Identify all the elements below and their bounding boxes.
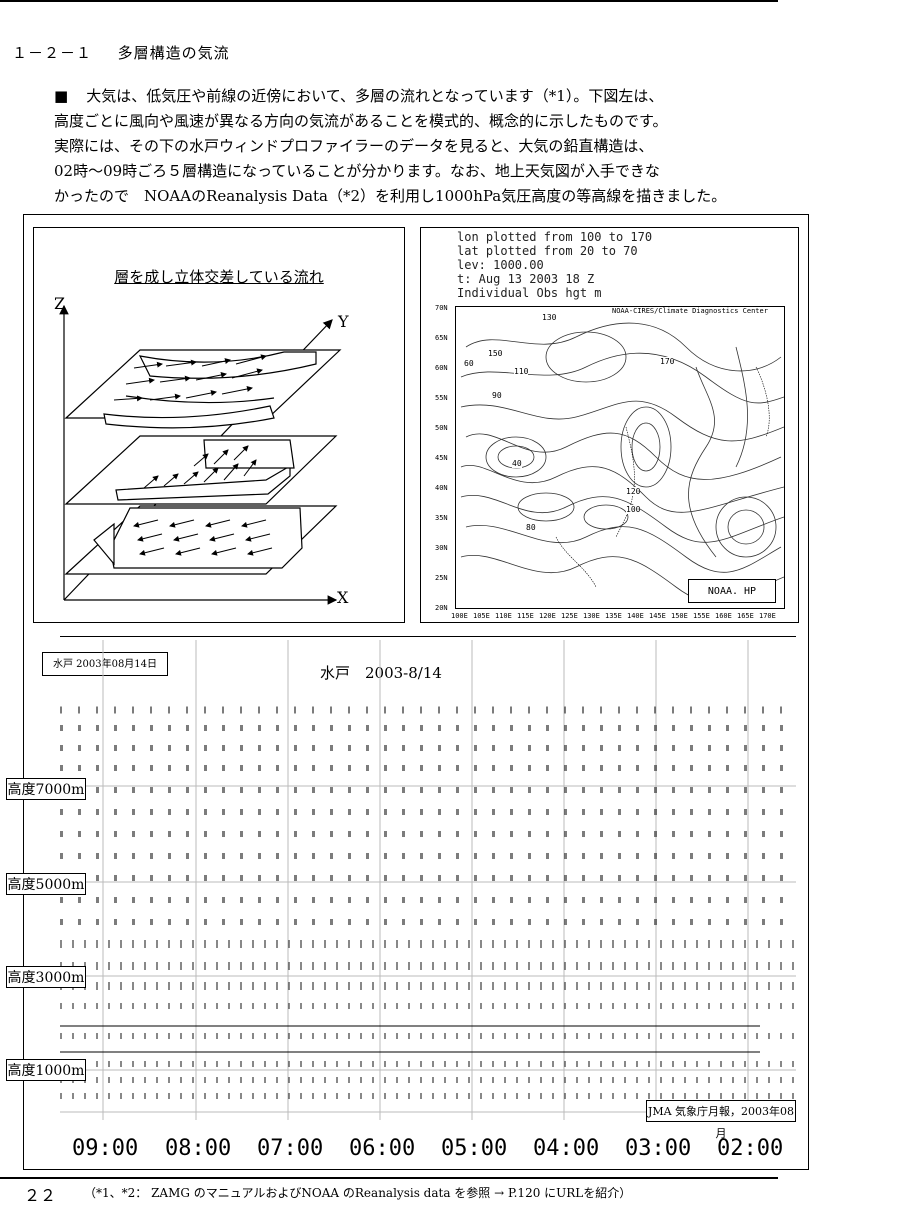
altitude-label-1000: 高度1000m	[6, 1059, 86, 1081]
contour-label: 170	[660, 357, 675, 366]
square-marker: ■	[54, 87, 69, 105]
altitude-label-5000: 高度5000m	[6, 873, 86, 895]
lat-label: 25N	[435, 574, 448, 582]
time-label: 07:00	[257, 1136, 324, 1161]
lon-label: 155E	[693, 612, 710, 620]
contour-label: 150	[488, 349, 503, 358]
lon-label: 145E	[649, 612, 666, 620]
source-tag: JMA 気象庁月報，2003年08月	[646, 1100, 796, 1140]
diagram-title: 層を成し立体交差している流れ	[114, 268, 324, 286]
lon-label: 120E	[539, 612, 556, 620]
lon-label: 140E	[627, 612, 644, 620]
section-title: 多層構造の気流	[117, 44, 230, 62]
footer-rule	[0, 1177, 778, 1179]
page-number: ２２	[24, 1186, 57, 1205]
section-number: １－２－１	[12, 44, 93, 62]
axis-y-label: Y	[338, 312, 349, 331]
lon-label: 110E	[495, 612, 512, 620]
section-heading: １－２－１ 多層構造の気流	[12, 42, 230, 63]
barb-field	[60, 706, 796, 1099]
intro-line-4: 02時～09時ごろ５層構造になっていることが分かります。なお、地上天気図が入手で…	[54, 162, 660, 180]
layer-diagram-graphic	[59, 304, 342, 605]
map-header-line: Individual Obs hgt m	[457, 286, 602, 300]
noaa-badge: NOAA. HP	[688, 579, 776, 603]
intro-line-1: 大気は、低気圧や前線の近傍において、多層の流れとなっています（*1）。下図左は、	[86, 87, 664, 105]
contour-label: 130	[542, 313, 557, 322]
axis-x-label: X	[337, 588, 349, 607]
layer-diagram: 層を成し立体交差している流れ Z Y X	[33, 227, 405, 623]
lon-label: 165E	[737, 612, 754, 620]
intro-line-3: 実際には、その下の水戸ウィンドプロファイラーのデータを見ると、大気の鉛直構造は、	[54, 137, 654, 155]
lon-label: 160E	[715, 612, 732, 620]
profiler-plot: JMA 気象庁月報，2003年08月	[60, 640, 796, 1140]
lat-label: 30N	[435, 544, 448, 552]
map-header-line: lev: 1000.00	[457, 258, 544, 272]
lat-label: 60N	[435, 364, 448, 372]
footnote: （*1、*2： ZAMG のマニュアルおよびNOAA のReanalysis d…	[84, 1186, 632, 1200]
lon-label: 130E	[583, 612, 600, 620]
profiler-title: 水戸 2003-8/14	[320, 664, 442, 682]
wind-barbs	[60, 640, 796, 1120]
lon-label: 170E	[759, 612, 776, 620]
lon-label: 150E	[671, 612, 688, 620]
profiler-top-rule	[60, 636, 796, 637]
time-label: 06:00	[349, 1136, 416, 1161]
altitude-label-7000: 高度7000m	[6, 778, 86, 800]
contour-label: 110	[514, 367, 529, 376]
contour-label: 80	[526, 523, 536, 532]
lon-label: 135E	[605, 612, 622, 620]
lat-label: 40N	[435, 484, 448, 492]
contour-label: 100	[626, 505, 641, 514]
contour-label: 40	[512, 459, 522, 468]
lat-label: 20N	[435, 604, 448, 612]
lat-label: 55N	[435, 394, 448, 402]
map-plot-area: NOAA-CIRES/Climate Diagnostics Center 13…	[455, 306, 785, 609]
map-header-line: t: Aug 13 2003 18 Z	[457, 272, 595, 286]
map-credit: NOAA-CIRES/Climate Diagnostics Center	[612, 307, 768, 315]
map-header: lon plotted from 100 to 170 lat plotted …	[457, 230, 652, 300]
lat-label: 70N	[435, 304, 448, 312]
lat-label: 35N	[435, 514, 448, 522]
top-layer	[64, 349, 342, 429]
contour-label: 120	[626, 487, 641, 496]
lon-label: 100E	[451, 612, 468, 620]
time-label: 08:00	[165, 1136, 232, 1161]
altitude-label-3000: 高度3000m	[6, 966, 86, 988]
figure-frame	[23, 214, 809, 1170]
time-label: 05:00	[441, 1136, 508, 1161]
time-label: 03:00	[625, 1136, 692, 1161]
top-rule	[0, 0, 778, 2]
intro-line-2: 高度ごとに風向や風速が異なる方向の気流があることを模式的、概念的に示したものです…	[54, 112, 668, 130]
axis-z-label: Z	[54, 294, 66, 313]
lon-label: 115E	[517, 612, 534, 620]
lon-label: 125E	[561, 612, 578, 620]
station-tag: 水戸 2003年08月14日	[42, 652, 168, 676]
time-label: 04:00	[533, 1136, 600, 1161]
reanalysis-map-panel: lon plotted from 100 to 170 lat plotted …	[420, 227, 799, 623]
middle-layer	[64, 435, 338, 505]
bottom-layer	[64, 505, 338, 575]
lat-label: 45N	[435, 454, 448, 462]
lon-label: 105E	[473, 612, 490, 620]
intro-paragraph: ■ 大気は、低気圧や前線の近傍において、多層の流れとなっています（*1）。下図左は…	[54, 84, 726, 209]
time-label: 02:00	[717, 1136, 784, 1161]
time-label: 09:00	[72, 1136, 139, 1161]
contour-label: 90	[492, 391, 502, 400]
map-header-line: lon plotted from 100 to 170	[457, 230, 653, 244]
intro-line-5: かったので NOAAのReanalysis Data（*2）を利用し1000hP…	[54, 187, 727, 205]
lat-label: 50N	[435, 424, 448, 432]
lat-label: 65N	[435, 334, 448, 342]
contour-lines	[460, 322, 784, 603]
map-header-line: lat plotted from 20 to 70	[457, 244, 638, 258]
contour-label: 60	[464, 359, 474, 368]
